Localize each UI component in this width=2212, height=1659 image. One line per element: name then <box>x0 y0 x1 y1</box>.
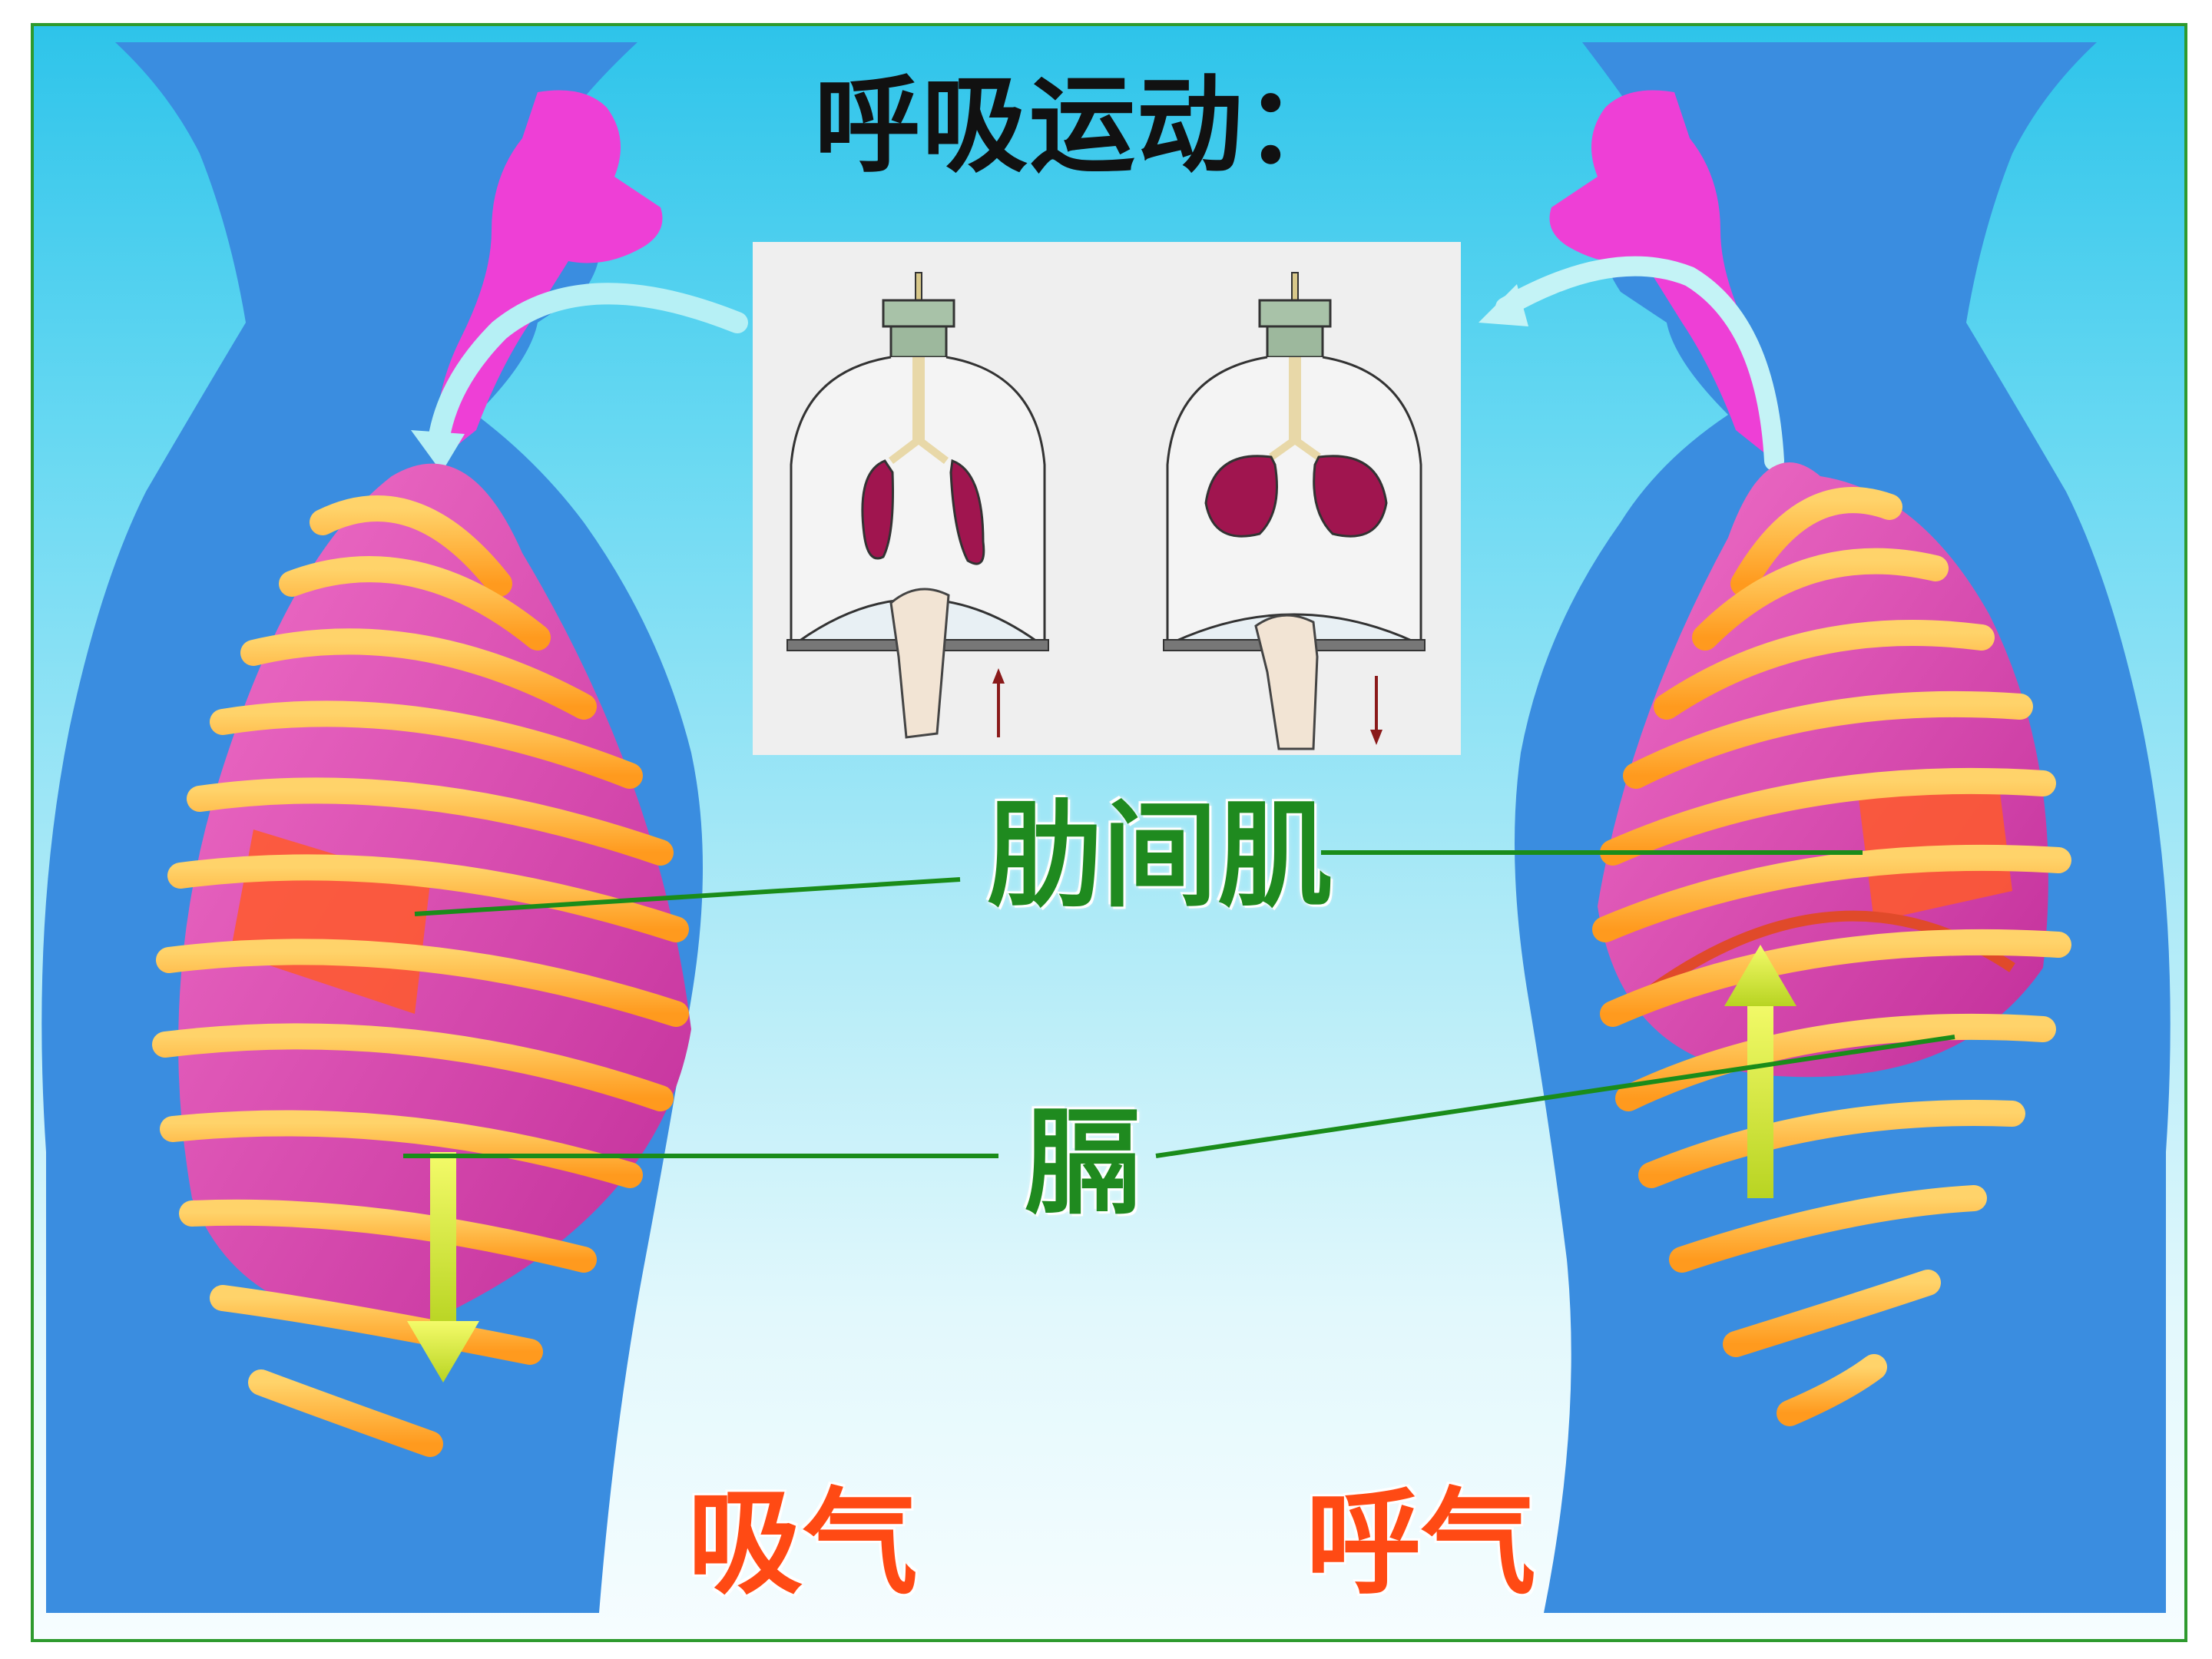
model-lung-left-a <box>861 459 894 560</box>
inhale-figure <box>41 42 748 1613</box>
bell-jar-model-inhale <box>786 272 1049 739</box>
model-lung-right-a <box>1204 455 1278 538</box>
left-lung <box>178 463 692 1323</box>
hand-pulling-membrane <box>1254 614 1319 750</box>
inhale-label: 吸气 <box>687 1477 919 1611</box>
model-lung-right-b <box>1313 455 1388 538</box>
left-airway <box>436 90 663 461</box>
diagram-title: 呼吸运动： <box>814 64 1353 187</box>
bell-jar-model-exhale <box>1163 272 1426 750</box>
right-airflow-arrowhead <box>1479 284 1528 326</box>
hand-pushing-membrane <box>889 588 950 739</box>
right-airflow-arrow <box>1495 256 1784 471</box>
intercostal-muscle-label: 肋间肌 <box>987 790 1333 923</box>
right-diaphragm-arrow <box>1724 945 1796 1198</box>
left-airflow-arrow <box>427 283 748 456</box>
bell-jar-model-panel <box>753 242 1461 755</box>
left-ribcage <box>152 495 689 1457</box>
diaphragm-label: 膈 <box>1025 1097 1141 1230</box>
right-intercostal-muscle <box>1859 768 2012 922</box>
bell-jar-models <box>786 272 1426 750</box>
leader-intercostal-left <box>414 877 961 916</box>
left-diaphragm-arrow <box>407 1152 479 1382</box>
left-airflow-arrowhead <box>411 430 465 472</box>
model-lung-left-b <box>949 459 985 565</box>
leader-lines <box>403 850 1955 1158</box>
exhale-figure <box>1479 42 2171 1613</box>
exhale-label: 呼气 <box>1306 1477 1537 1611</box>
leader-diaphragm-right <box>1155 1035 1955 1158</box>
